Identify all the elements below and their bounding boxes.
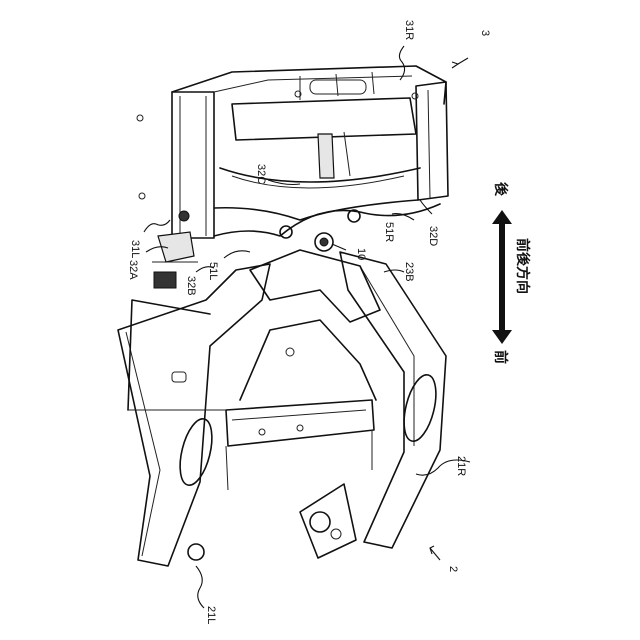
label-23b: 23B (403, 262, 415, 282)
label-51l: 51L (207, 262, 219, 280)
label-10: 10 (355, 248, 367, 260)
left-rail-slot (174, 416, 218, 489)
rear-right-member (416, 82, 448, 200)
label-32b: 32B (185, 276, 197, 296)
direction-legend: 後 前 前後方向 (492, 182, 531, 364)
pin-center (320, 238, 328, 246)
label-21r: 21R (455, 456, 467, 476)
front-frame (118, 250, 446, 566)
label-direction-axis: 前後方向 (514, 238, 531, 294)
label-31r: 31R (403, 20, 415, 40)
front-plate-23b (250, 250, 380, 322)
label-32d: 32D (427, 226, 439, 246)
label-32a: 32A (127, 260, 139, 280)
label-front: 前 (492, 350, 509, 364)
front-floor (128, 300, 210, 410)
rear-frame (137, 66, 448, 288)
label-rear: 後 (492, 182, 509, 197)
front-cross-member (226, 400, 374, 446)
label-2: 2 (447, 566, 459, 572)
front-web (240, 320, 376, 400)
label-51r: 51R (383, 222, 395, 242)
front-right-rail (340, 252, 446, 548)
label-21l: 21L (205, 606, 217, 624)
label-3: 3 (479, 30, 491, 36)
front-lower-arm (300, 484, 356, 558)
label-31l: 31L (129, 240, 141, 258)
leader-lines (144, 46, 470, 608)
front-left-rail (118, 264, 270, 566)
label-32c: 32C (255, 164, 267, 184)
direction-arrow (492, 210, 512, 344)
rear-left-member (172, 92, 214, 238)
